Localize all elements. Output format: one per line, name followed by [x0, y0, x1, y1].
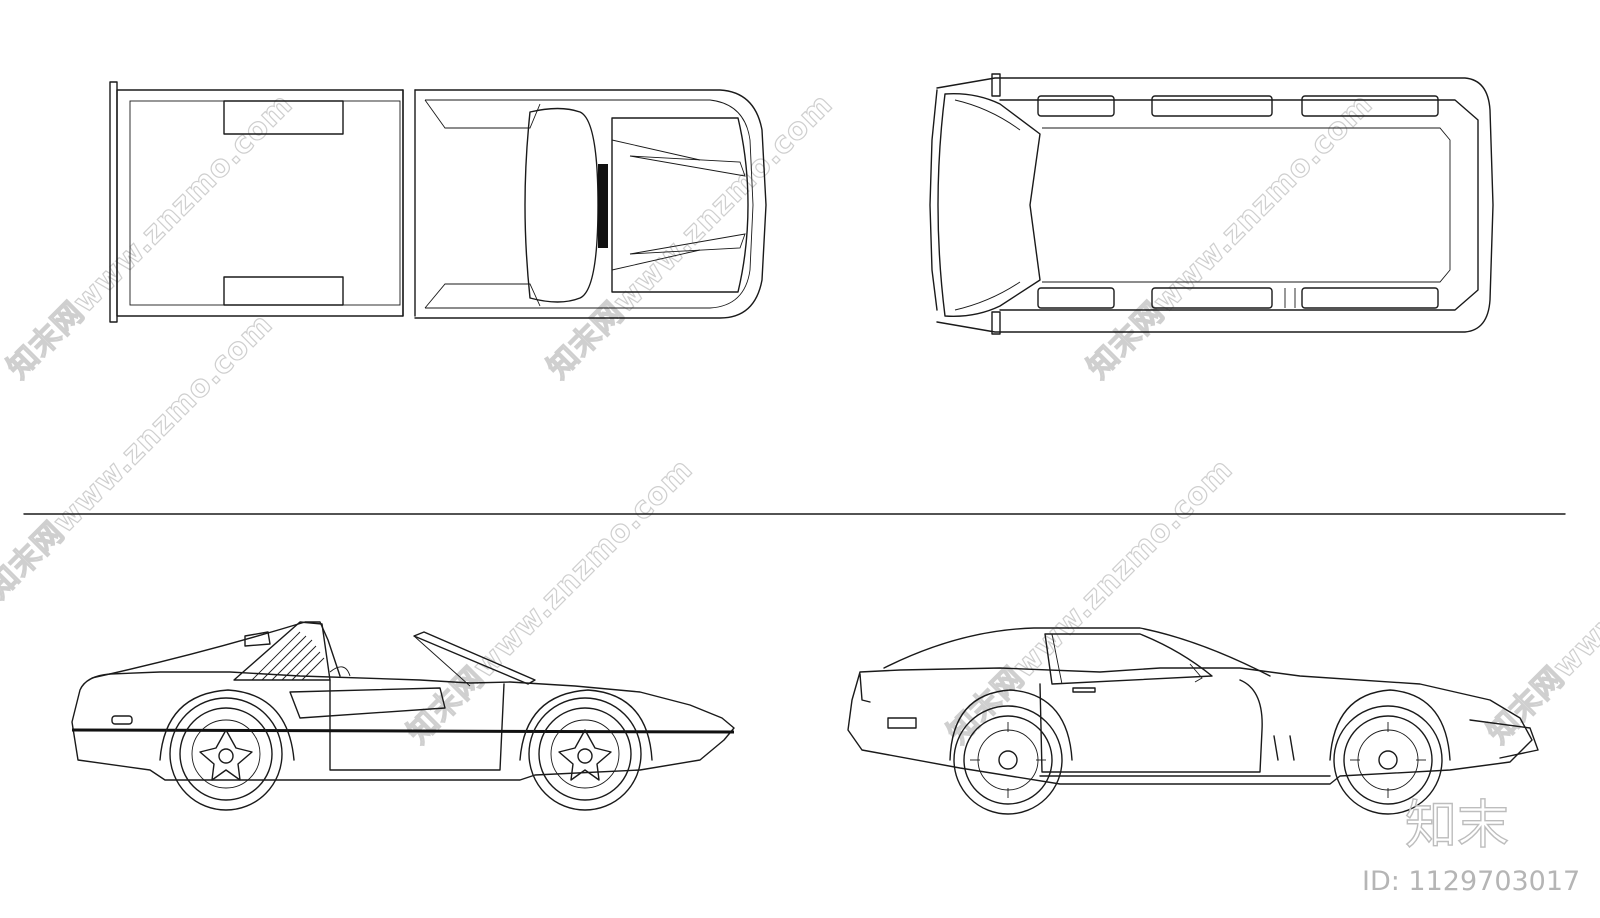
watermark: 知末网www.znzmo.com [401, 452, 700, 751]
coupe-side-view [847, 627, 1539, 815]
image-id-label: ID: 1129703017 [1362, 866, 1580, 897]
watermark: 知末网www.znzmo.com [941, 452, 1240, 751]
convertible-side-view [71, 621, 735, 811]
watermark: 知末网www.znzmo.com [1081, 87, 1380, 386]
watermark: 知末网www.znzmo.com [541, 87, 840, 386]
van-top-view [929, 73, 1494, 335]
brand-logo: 知末 [1405, 796, 1509, 856]
pickup-truck-top-view [109, 81, 767, 323]
watermark-layer: 知末网www.znzmo.com 知末网www.znzmo.com 知末网www… [0, 86, 1600, 751]
